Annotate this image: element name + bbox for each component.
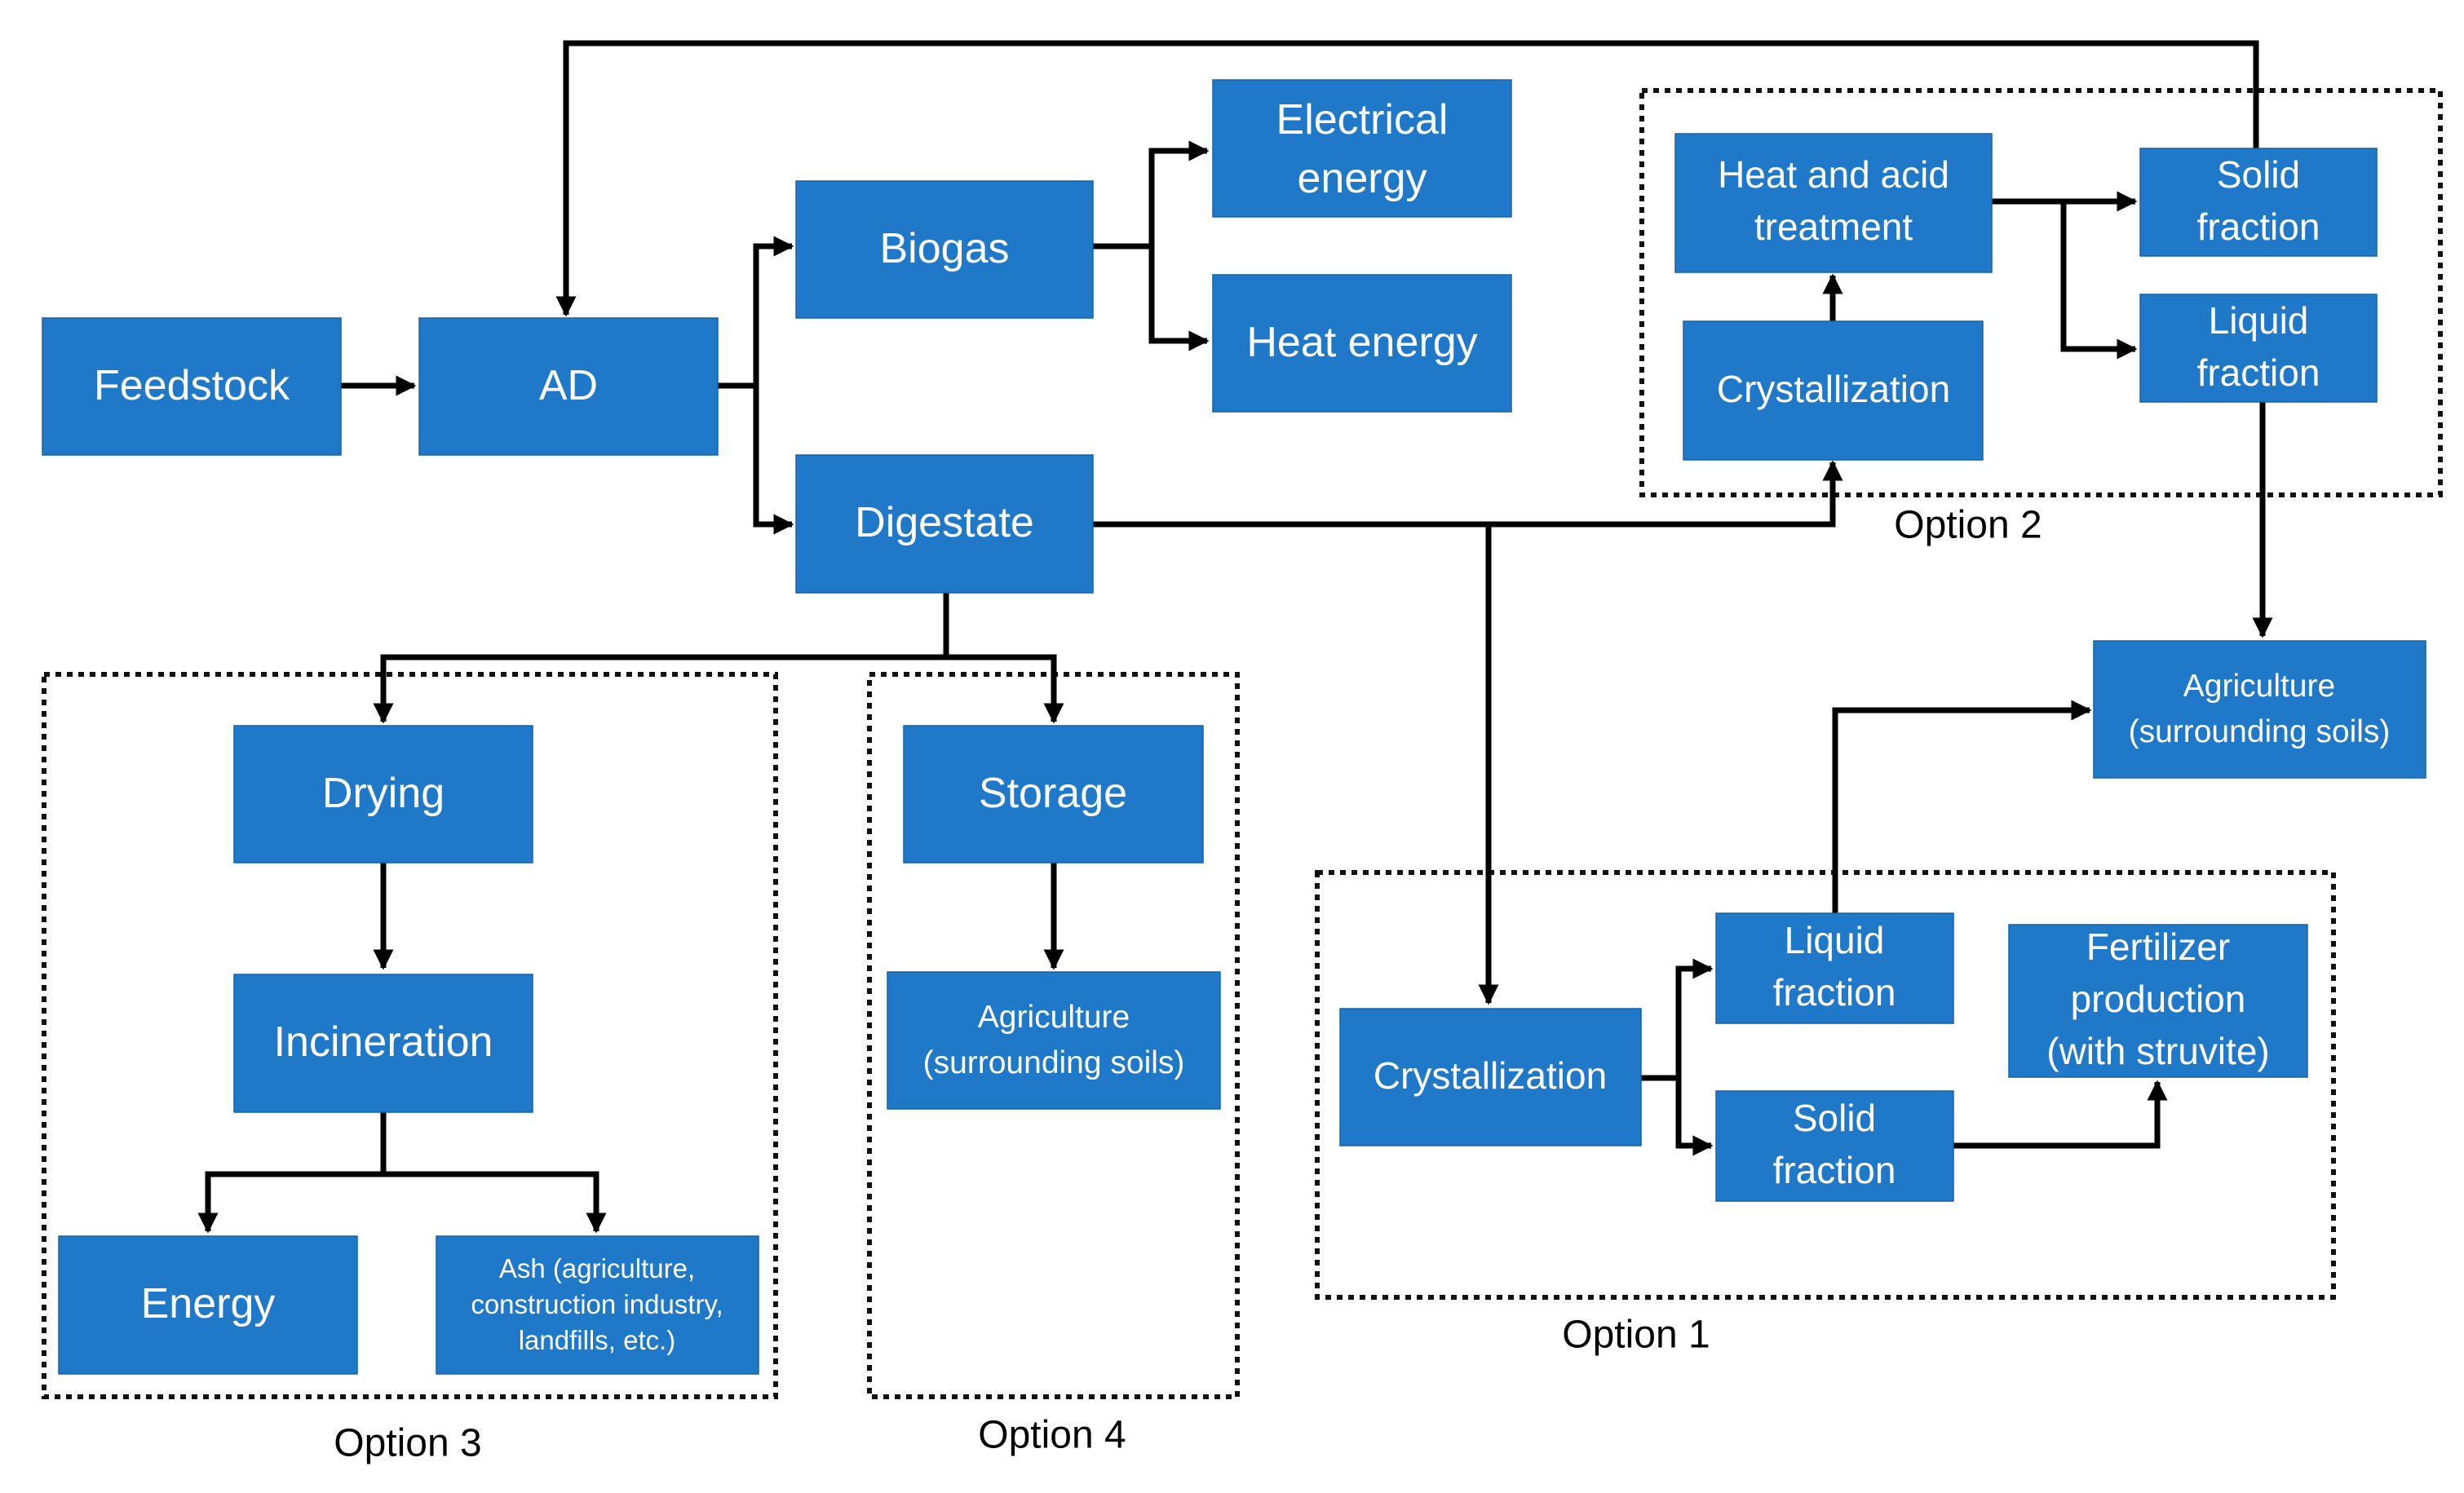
node-opt2-liquid-fraction: Liquid fraction (2139, 294, 2378, 403)
arrow-digestate-storage (946, 654, 1064, 724)
node-heat-energy: Heat energy (1212, 274, 1512, 413)
node-label-line: fraction (1773, 1149, 1896, 1191)
node-heat-energy-label: Heat energy (1246, 319, 1477, 366)
node-opt4-agriculture-label: Agriculture (surrounding soils) (923, 1000, 1185, 1080)
node-label-line: fraction (2197, 205, 2320, 248)
node-label-line: landfills, etc.) (519, 1325, 676, 1355)
node-energy-label: Energy (141, 1280, 276, 1327)
arrow-ad-biogas (718, 236, 794, 389)
node-drying-label: Drying (322, 770, 445, 817)
node-ash: Ash (agriculture, construction industry, l… (436, 1235, 759, 1375)
node-label-line: Fertilizer (2086, 925, 2230, 968)
node-fertilizer-production: Fertilizer production (with struvite) (2008, 924, 2308, 1078)
node-agriculture-right-label: Agriculture (surrounding soils) (2129, 669, 2391, 749)
node-opt2-liquid-fraction-label: Liquid fraction (2197, 299, 2320, 394)
node-opt1-solid-fraction-label: Solid fraction (1773, 1097, 1896, 1191)
node-biogas-label: Biogas (880, 225, 1010, 272)
node-opt4-agriculture: Agriculture (surrounding soils) (887, 971, 1221, 1110)
node-agriculture-right: Agriculture (surrounding soils) (2093, 640, 2426, 779)
node-label-line: Energy (141, 1280, 276, 1327)
node-opt1-liquid-fraction-label: Liquid fraction (1773, 919, 1896, 1014)
node-label-line: Heat and acid (1718, 153, 1949, 196)
option-4-label: Option 4 (978, 1414, 1126, 1457)
node-ash-label: Ash (agriculture, construction industry, l… (471, 1253, 723, 1355)
node-label-line: Liquid (2209, 299, 2309, 342)
node-label-line: Ash (agriculture, (499, 1253, 695, 1283)
node-energy: Energy (58, 1235, 358, 1375)
node-label-line: fraction (2197, 351, 2320, 394)
node-label-line: AD (539, 362, 598, 409)
node-label-line: (surrounding soils) (2129, 714, 2391, 749)
arrow-digestate-drying (373, 593, 949, 724)
group-option-2: Option 2 (1639, 88, 2443, 547)
arrow-ad-digestate (753, 386, 794, 535)
node-incineration: Incineration (233, 974, 533, 1113)
node-digestate: Digestate (795, 454, 1094, 594)
option-1-label: Option 1 (1562, 1314, 1710, 1357)
node-label-line: Crystallization (1717, 368, 1950, 410)
node-storage-label: Storage (979, 770, 1127, 817)
node-label-line: Storage (979, 770, 1127, 817)
arrow-incineration-ash (383, 1171, 607, 1234)
node-heat-acid-treatment-label: Heat and acid treatment (1718, 153, 1949, 248)
node-opt2-crystallization: Crystallization (1683, 320, 1984, 461)
node-label-line: treatment (1754, 205, 1913, 248)
node-label-line: Drying (322, 770, 445, 817)
node-label-line: Solid (1793, 1097, 1876, 1139)
node-label-line: Heat energy (1246, 319, 1477, 366)
node-storage: Storage (903, 725, 1204, 864)
node-label-line: production (2071, 978, 2246, 1020)
arrow-heat-liquid (2060, 201, 2138, 360)
group-option-1: Option 1 (1315, 870, 2336, 1357)
node-biogas: Biogas (795, 180, 1094, 319)
arrow-biogas-heat (1148, 246, 1210, 351)
node-label-line: Biogas (880, 225, 1010, 272)
node-feedstock-label: Feedstock (94, 362, 290, 409)
arrow-solid-fertilizer (1953, 1080, 2168, 1149)
option-2-label: Option 2 (1894, 504, 2042, 547)
node-label-line: Digestate (855, 499, 1034, 546)
node-opt2-solid-fraction-label: Solid fraction (2197, 153, 2320, 248)
node-ad-label: AD (539, 362, 598, 409)
node-label-line: Agriculture (978, 1000, 1130, 1035)
option-3-label: Option 3 (334, 1422, 481, 1465)
node-drying: Drying (233, 725, 533, 864)
arrow-incineration-energy (197, 1112, 387, 1234)
node-heat-acid-treatment: Heat and acid treatment (1674, 133, 1993, 273)
node-label-line: (surrounding soils) (923, 1045, 1185, 1080)
node-feedstock: Feedstock (42, 317, 342, 456)
node-electrical-energy-label: Electrical energy (1276, 96, 1449, 202)
arrow-opt1-liquid-agriculture (1832, 700, 2092, 913)
node-opt1-crystallization: Crystallization (1339, 1008, 1642, 1146)
node-label-line: Crystallization (1374, 1054, 1607, 1097)
node-opt1-crystallization-label: Crystallization (1374, 1054, 1607, 1097)
node-label-line: Feedstock (94, 362, 290, 409)
node-label-line: Solid (2217, 153, 2300, 196)
node-label-line: Incineration (274, 1018, 493, 1066)
node-opt1-solid-fraction: Solid fraction (1715, 1090, 1954, 1202)
node-fertilizer-production-label: Fertilizer production (with struvite) (2046, 925, 2269, 1072)
node-digestate-label: Digestate (855, 499, 1034, 546)
node-opt2-crystallization-label: Crystallization (1717, 368, 1950, 410)
node-label-line: fraction (1773, 971, 1896, 1014)
node-label-line: Liquid (1785, 919, 1885, 961)
node-label-line: Agriculture (2183, 669, 2335, 704)
arrow-opt1-crystallization-liquid (1641, 958, 1714, 1081)
node-opt2-solid-fraction: Solid fraction (2139, 148, 2378, 257)
node-opt1-liquid-fraction: Liquid fraction (1715, 912, 1954, 1024)
arrow-digestate-opt2-crystallization (1093, 460, 1843, 528)
node-ad: AD (418, 317, 719, 456)
node-label-line: (with struvite) (2046, 1030, 2269, 1072)
node-electrical-energy: Electrical energy (1212, 79, 1512, 218)
node-label-line: construction industry, (471, 1289, 723, 1319)
node-incineration-label: Incineration (274, 1018, 493, 1066)
node-label-line: Electrical (1276, 96, 1449, 144)
arrow-loop-to-ad (555, 40, 2259, 317)
group-option-3: Option 3 (42, 672, 778, 1465)
node-label-line: energy (1298, 155, 1427, 202)
connectors (197, 40, 2273, 1234)
arrow-opt1-crystallization-solid (1675, 1078, 1714, 1156)
arrow-biogas-electrical (1093, 140, 1210, 250)
